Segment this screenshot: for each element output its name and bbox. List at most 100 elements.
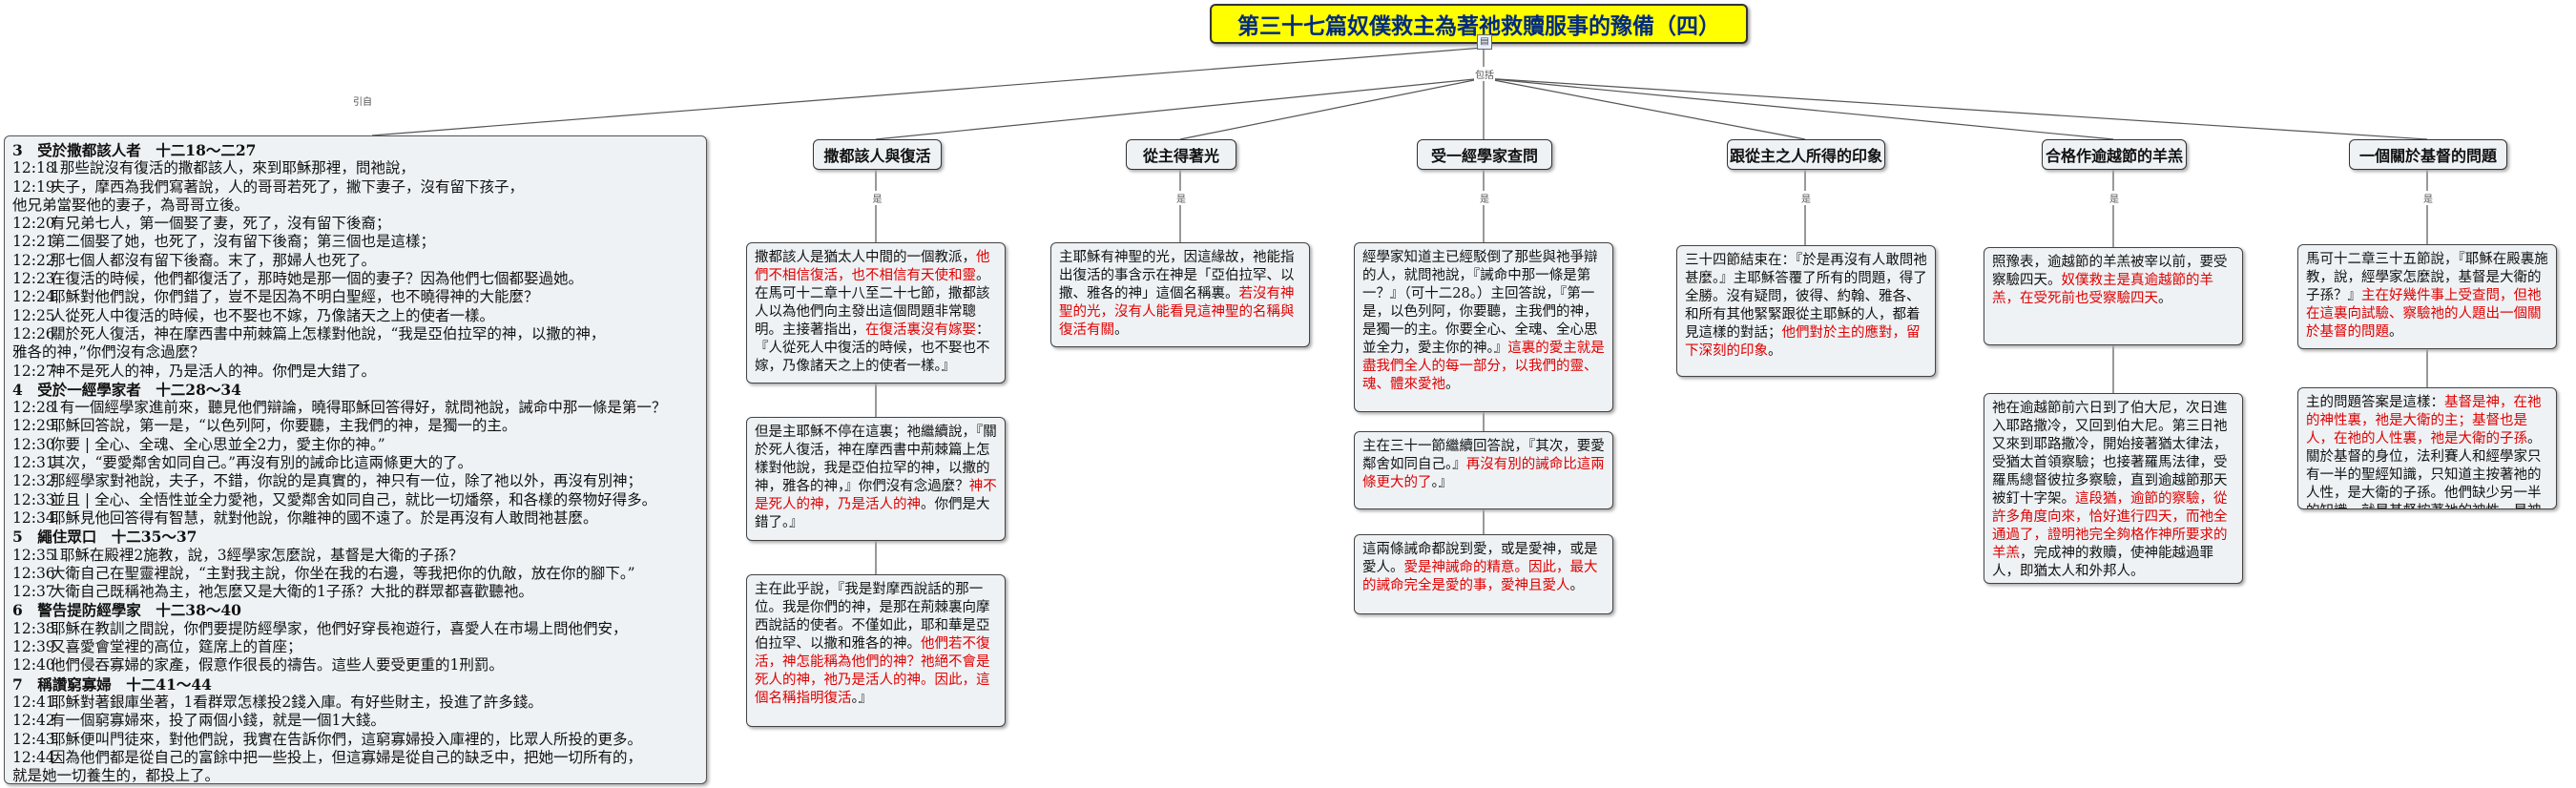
verse-text: 大衛自己在聖靈裡說，“主對我主說，你坐在我的右邊，等我把你的仇敵，放在你的腳下。… [51,564,635,582]
highlight-text: 再沒有別的誡命比這兩條更大的了 [1362,457,1605,490]
highlight-text: 他們若不復活，神怎能稱為他們的神？祂絕不會是死人的神，祂乃是活人的神。因此，這個… [755,636,990,706]
highlight-text: 這段猶，逾節的察驗，從許多角度向來，恰好進行四天，而祂全通過了，證明祂完全夠格作… [1992,491,2228,561]
note-christ-1[interactable]: 馬可十二章三十五節說，『耶穌在殿裏施教，說，經學家怎麼說，基督是大衛的子孫？』主… [2297,244,2557,349]
verse-line: 12:181那些說沒有復活的撒都該人，來到耶穌那裡，問祂說， [12,159,698,177]
note-christ-2[interactable]: 主的問題答案是這樣：基督是神，在祂的神性裏，祂是大衛的主；基督也是人，在祂的人性… [2297,387,2557,509]
relation-label-is: 是 [1800,191,1812,205]
relation-label-includes: 包括 [1474,67,1495,81]
verse-text: 神不是死人的神，乃是活人的神。你們是大錯了。 [51,362,377,380]
verse-line: 12:25人從死人中復活的時候，也不娶也不嫁，乃像諸天之上的使者一樣。 [12,307,698,325]
verse-text: 1有一個經學家進前來，聽見他們辯論，曉得耶穌回答得好，就問祂說，誡命中那一條是第… [51,399,667,417]
note-text: 。』 [1431,475,1453,490]
note-text: 但是主耶穌不停在這裏；祂繼續說，『關於死人復活，神在摩西書中荊棘篇上怎樣對他說，… [755,425,997,494]
verse-text: 並且 | 全心、全悟性並全力愛祂，又愛鄰舍如同自己，就比一切燔祭，和各樣的祭物好… [51,490,657,508]
note-lawyer-2[interactable]: 主在三十一節繼續回答說，『其次，要愛鄰舍如同自己。』再沒有別的誡命比這兩條更大的… [1354,431,1613,509]
verse-line: 12:39又喜愛會堂裡的高位，筵席上的首座； [12,638,698,656]
verse-line: 12:36大衛自己在聖靈裡說，“主對我主說，你坐在我的右邊，等我把你的仇敵，放在… [12,565,698,583]
verse-text: 就是她一切養生的，都投上了。 [12,767,220,784]
verse-text: 有一個窮寡婦來，投了兩個小錢，就是一個1大錢。 [51,712,385,730]
verse-text: 大衛自己既稱祂為主，祂怎麼又是大衛的1子孫？大批的群眾都喜歡聽祂。 [51,583,533,601]
verse-text: 耶穌對他們說，你們錯了，豈不是因為不明白聖經，也不曉得神的大能麼？ [51,288,539,306]
verse-line: 12:37大衛自己既稱祂為主，祂怎麼又是大衛的1子孫？大批的群眾都喜歡聽祂。 [12,583,698,601]
highlight-text: 奴僕救主是真逾越節的羊羔，在受死前也受察驗四天 [1992,273,2213,306]
note-text: 照豫表，逾越節的羊羔被宰以前，要受察驗四天。 [1992,255,2228,288]
verse-ref: 12:20 [12,215,55,233]
verse-ref: 12:30 [12,435,55,453]
verse-ref: 12:22 [12,251,55,269]
verse-ref: 12:42 [12,712,55,730]
verse-line: 12:24耶穌對他們說，你們錯了，豈不是因為不明白聖經，也不曉得神的大能麼？ [12,288,698,306]
verse-line: 12:27神不是死人的神，乃是活人的神。你們是大錯了。 [12,363,698,381]
verse-ref: 12:43 [12,730,55,748]
verse-text: 1耶穌在殿裡2施教，說，3經學家怎麼說，基督是大衛的子孫？ [51,546,464,564]
verse-line: 12:20有兄弟七人，第一個娶了妻，死了，沒有留下後裔； [12,215,698,233]
verse-ref: 12:25 [12,306,55,324]
verse-line: 他兄弟當娶他的妻子，為哥哥立後。 [12,197,698,215]
verse-ref: 12:34 [12,508,55,527]
note-lamb-2[interactable]: 祂在逾越節前六日到了伯大尼，次日進入耶路撒冷，又回到伯大尼。第三日祂又來到耶路撒… [1984,393,2243,584]
verse-text: 他們侵吞寡婦的家產，假意作很長的禱告。這些人要受更重的1刑罰。 [51,656,504,674]
verse-ref: 12:24 [12,288,55,306]
verse-text: 耶穌對著銀庫坐著，1看群眾怎樣投2錢入庫。有好些財主，投進了許多錢。 [51,693,543,711]
verse-line: 12:21第二個娶了她，也死了，沒有留下後裔；第三個也是這樣； [12,233,698,251]
verse-text: 你要 | 全心、全魂、全心思並全2力，愛主你的神。” [51,435,385,453]
note-text: 。 [2389,324,2403,340]
note-text: 主在此乎說，『我是對摩西說話的那一位。我是你們的神，是那在荊棘裏向摩西說話的使者… [755,582,990,652]
verse-ref: 12:21 [12,233,55,251]
verse-text: 有兄弟七人，第一個娶了妻，死了，沒有留下後裔； [51,215,391,233]
note-text: 。 [1114,322,1129,338]
verse-ref: 12:39 [12,638,55,656]
topic-christ[interactable]: 一個關於基督的問題 [2349,139,2507,170]
highlight-text: 若沒有神聖的光，沒有人能看見這神聖的名稱與復活有關 [1059,286,1295,338]
verse-line: 12:38耶穌在教訓之間說，你們要提防經學家，他們好穿長袍遊行，喜愛人在市場上問… [12,620,698,638]
note-lawyer-1[interactable]: 經學家知道主已經駁倒了那些與祂爭辯的人，就問祂說，『誡命中那一條是第一？』（可十… [1354,242,1613,412]
section-heading: 7 稱讚窮寡婦 十二41～44 [12,674,212,694]
verse-text: 其次，“要愛鄰舍如同自己。”再沒有別的誡命比這兩條更大的了。 [51,454,473,472]
relation-label-is: 是 [2109,191,2120,205]
verse-line: 12:42有一個窮寡婦來，投了兩個小錢，就是一個1大錢。 [12,712,698,730]
topic-light[interactable]: 從主得著光 [1126,139,1236,170]
note-lamb-1[interactable]: 照豫表，逾越節的羊羔被宰以前，要受察驗四天。奴僕救主是真逾越節的羊羔，在受死前也… [1984,247,2243,345]
verse-line: 12:23在復活的時候，他們都復活了，那時她是那一個的妻子？因為他們七個都娶過她… [12,270,698,288]
note-text: 。 [1445,377,1460,392]
note-resurrection-2[interactable]: 但是主耶穌不停在這裏；祂繼續說，『關於死人復活，神在摩西書中荊棘篇上怎樣對他說，… [746,417,1006,541]
verse-ref: 12:35 [12,546,55,564]
topic-resurrection[interactable]: 撒都該人與復活 [813,139,942,170]
verse-ref: 12:44 [12,748,55,766]
note-light-1[interactable]: 主耶穌有神聖的光，因這緣故，祂能指出復活的事含示在神是「亞伯拉罕、以撒、雅各的神… [1050,242,1310,347]
note-impression-1[interactable]: 三十四節結束在：『於是再沒有人敢問祂甚麼。』主耶穌答覆了所有的問題，得了全勝。沒… [1676,245,1936,377]
verse-ref: 12:27 [12,362,55,380]
verse-line: 12:26關於死人復活，神在摩西書中荊棘篇上怎樣對他說，“我是亞伯拉罕的神，以撒… [12,325,698,343]
note-icon[interactable]: ▤ [1477,34,1492,50]
note-text: 祂在逾越節前六日到了伯大尼，次日進入耶路撒冷，又回到伯大尼。第三日祂又來到耶路撒… [1992,401,2228,507]
highlight-text: 在復活裏沒有嫁娶 [865,322,976,338]
verse-line: 12:34耶穌見他回答得有智慧，就對他說，你離神的國不遠了。於是再沒有人敢問祂甚… [12,509,698,528]
note-text: 撒都該人是猶太人中間的一個教派， [755,250,976,265]
verse-text: 耶穌便叫門徒來，對他們說，我實在告訴你們，這窮寡婦投入庫裡的，比眾人所投的更多。 [51,730,643,748]
verse-text: 關於死人復活，神在摩西書中荊棘篇上怎樣對他說，“我是亞伯拉罕的神，以撒的神， [51,324,606,342]
relation-label-is: 是 [1175,191,1187,205]
verse-ref: 12:29 [12,417,55,435]
relation-label-cited: 引自 [352,93,373,108]
note-text: 。關於基督的身位，法利賽人和經學家只有一半的聖經知識，只知道主按著祂的人性，是大… [2306,431,2542,508]
verse-line: 12:44因為他們都是從自己的富餘中把一些投上，但這寡婦是從自己的缺乏中，把她一… [12,749,698,767]
verse-text: 那經學家對祂說，夫子，不錯，你說的是真實的，神只有一位，除了祂以外，再沒有別神； [51,472,643,490]
verse-line: 12:43耶穌便叫門徒來，對他們說，我實在告訴你們，這窮寡婦投入庫裡的，比眾人所… [12,731,698,749]
note-resurrection-3[interactable]: 主在此乎說，『我是對摩西說話的那一位。我是你們的神，是那在荊棘裏向摩西說話的使者… [746,574,1006,727]
verse-text: 在復活的時候，他們都復活了，那時她是那一個的妻子？因為他們七個都娶過她。 [51,270,584,288]
verse-ref: 12:33 [12,490,55,508]
verse-ref: 12:31 [12,454,55,472]
topic-lamb[interactable]: 合格作逾越節的羊羔 [2042,139,2187,170]
note-text: ，完成神的救贖，使神能越過罪人，即猶太人和外邦人。 [1992,546,2213,579]
note-resurrection-1[interactable]: 撒都該人是猶太人中間的一個教派，他們不相信復活，也不相信有天使和靈。在馬可十二章… [746,242,1006,384]
note-text: ：『人從死人中復活的時候，也不娶也不嫁，乃像諸天之上的使者一樣。』 [755,322,990,374]
verse-ref: 12:38 [12,619,55,637]
topic-lawyer[interactable]: 受一經學家查問 [1417,139,1552,170]
note-text: 主在三十一節繼續回答說，『其次，要愛鄰舍如同自己。』 [1362,439,1605,472]
section-heading: 5 繩住眾口 十二35～37 [12,528,197,547]
note-lawyer-3[interactable]: 這兩條誡命都說到愛，或是愛神，或是愛人。愛是神誡命的精意。因此，最大的誡命完全是… [1354,534,1613,614]
topic-impression[interactable]: 跟從主之人所得的印象 [1727,139,1885,170]
verse-line: 12:41耶穌對著銀庫坐著，1看群眾怎樣投2錢入庫。有好些財主，投進了許多錢。 [12,694,698,712]
verse-text: 耶穌回答說，第一是，“以色列阿，你要聽，主我們的神，是獨一的主。 [51,417,517,435]
